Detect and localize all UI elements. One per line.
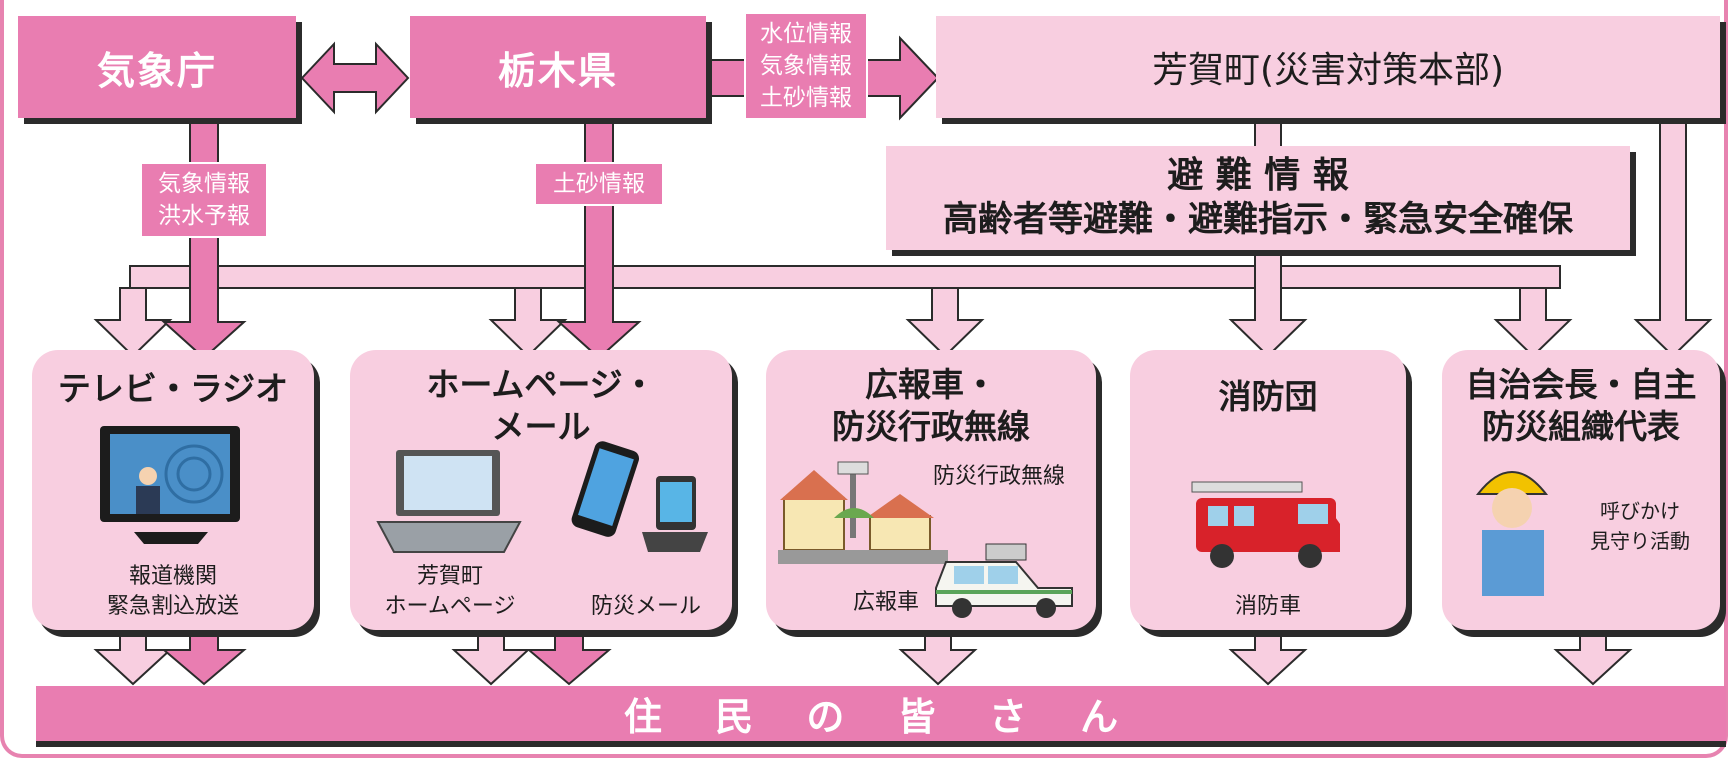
evac-subtitle: 高齢者等避難・避難指示・緊急安全確保 xyxy=(942,200,1573,240)
arrow-bottom-2 xyxy=(451,629,531,686)
card-title-line: メール xyxy=(491,407,591,446)
tv-captions: 報道機関 緊急割込放送 xyxy=(32,562,314,622)
haga-box: 芳賀町(災害対策本部) xyxy=(936,16,1720,118)
card-title: 自治会長・自主 防災組織代表 xyxy=(1442,364,1720,448)
evac-box: 避 難 情 報 高齢者等避難・避難指示・緊急安全確保 xyxy=(886,146,1630,250)
card-title-line: 防災組織代表 xyxy=(1482,407,1680,446)
tag-line: 洪水予報 xyxy=(158,203,250,229)
arrow-light-web xyxy=(488,287,568,358)
arrow-bottom-5 xyxy=(1553,629,1633,686)
card-pr-car-radio: 広報車・ 防災行政無線 防災行政無線 広報車 xyxy=(766,350,1096,630)
card-title-line: 消防団 xyxy=(1218,377,1318,416)
card-title: テレビ・ラジオ xyxy=(32,368,314,410)
arrow-light-pr xyxy=(905,287,985,358)
haga-label: 芳賀町(災害対策本部) xyxy=(1151,50,1505,91)
distribution-bar xyxy=(129,265,1561,289)
caption-line: 呼びかけ xyxy=(1600,499,1680,523)
card-homepage-mail: ホームページ・ メール 芳賀町 ホームページ 防災メール xyxy=(350,350,732,630)
tochigi-label: 栃木県 xyxy=(497,48,618,93)
arrow-bottom-3 xyxy=(898,629,978,686)
card-title: 広報車・ 防災行政無線 xyxy=(766,364,1096,448)
radio-label: 防災行政無線 xyxy=(932,464,1065,489)
caption-line: ホームページ xyxy=(384,594,516,619)
card-title: ホームページ・ メール xyxy=(350,364,732,448)
caption-line: 防災メール xyxy=(590,594,701,619)
card-community-leaders: 自治会長・自主 防災組織代表 呼びかけ 見守り活動 xyxy=(1442,350,1720,630)
card-title-line: ホームページ・ xyxy=(426,365,656,404)
leader-icon xyxy=(1475,471,1549,596)
fire-truck-icon xyxy=(1191,481,1340,568)
tag-line: 土砂情報 xyxy=(553,171,645,197)
residents-label: 住 民 の 皆 さ ん xyxy=(623,695,1139,739)
caption-line: 緊急割込放送 xyxy=(106,594,239,619)
jma-label: 気象庁 xyxy=(96,48,217,93)
houses-icon xyxy=(778,461,948,564)
tag-line: 土砂情報 xyxy=(760,85,852,111)
tochigi-box: 栃木県 xyxy=(410,16,706,118)
jma-box: 気象庁 xyxy=(18,16,296,118)
caption-line: 消防車 xyxy=(1234,594,1301,619)
arrow-tochigi-web xyxy=(556,121,642,360)
arrow-bottom-4 xyxy=(1228,629,1308,686)
arrow-light-tv xyxy=(93,287,173,358)
residents-bar: 住 民 の 皆 さ ん xyxy=(36,686,1726,741)
mail-caption: 防災メール xyxy=(576,592,716,622)
card-title-line: 広報車・ xyxy=(865,365,997,404)
tag-line: 水位情報 xyxy=(760,21,852,47)
tv-icon xyxy=(100,426,240,544)
card-tv-radio: テレビ・ラジオ 報道機関 緊急割込放送 xyxy=(32,350,314,630)
caption-line: 報道機関 xyxy=(128,564,217,589)
card-title-line: 防災行政無線 xyxy=(832,407,1030,446)
card-title-line: テレビ・ラジオ xyxy=(57,369,289,408)
arrow-light-jichi xyxy=(1493,287,1573,358)
fire-truck-caption: 消防車 xyxy=(1130,592,1406,622)
card-title-line: 自治会長・自主 xyxy=(1465,365,1697,404)
laptop-icon xyxy=(376,450,522,553)
tag-line: 気象情報 xyxy=(158,171,250,197)
arrow-bottom-1 xyxy=(93,629,173,686)
caption-line: 芳賀町 xyxy=(416,564,483,589)
tag-between: 水位情報 気象情報 土砂情報 xyxy=(744,12,868,120)
arrow-jma-tv xyxy=(161,121,247,360)
evac-title: 避 難 情 報 xyxy=(1167,155,1349,196)
tag-tochigi-down: 土砂情報 xyxy=(534,162,664,206)
pr-car-label: 広報車 xyxy=(852,590,919,615)
caption-line: 見守り活動 xyxy=(1590,529,1690,553)
card-title: 消防団 xyxy=(1130,376,1406,418)
arrow-jma-tochigi xyxy=(300,41,410,115)
tag-line: 気象情報 xyxy=(760,53,852,79)
smartphone-icon xyxy=(571,441,708,552)
tag-jma-down: 気象情報 洪水予報 xyxy=(140,162,268,238)
card-fire-brigade: 消防団 消防車 xyxy=(1130,350,1406,630)
arrow-bottom-dark-2 xyxy=(526,629,612,686)
leader-label: 呼びかけ 見守り活動 xyxy=(1570,496,1710,556)
arrow-bottom-dark-1 xyxy=(161,629,247,686)
arrow-haga-jichi xyxy=(1633,119,1713,358)
pr-car-icon xyxy=(935,543,1073,618)
homepage-captions: 芳賀町 ホームページ xyxy=(370,562,530,622)
